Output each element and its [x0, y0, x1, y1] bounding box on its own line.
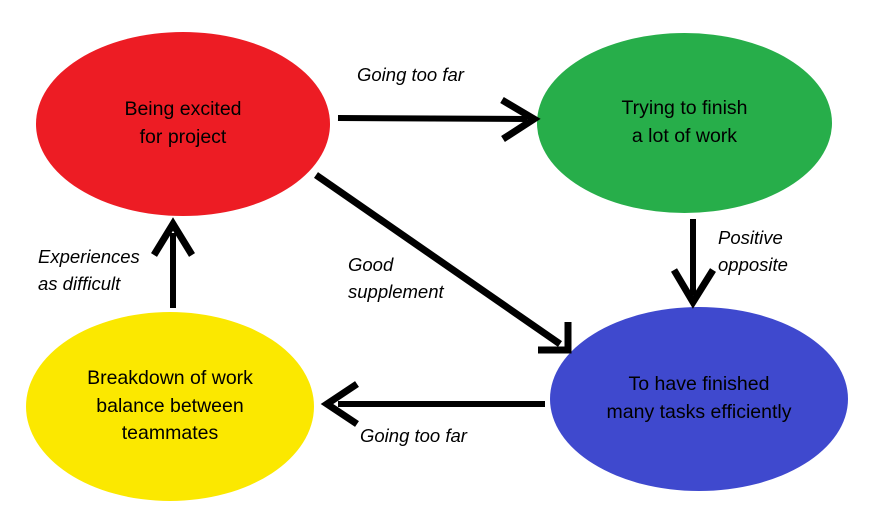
edge-finished-to-breakdown — [320, 381, 545, 427]
edge-label-finished-to-breakdown: Going too far — [360, 425, 467, 446]
edge-excited-to-trying — [337, 96, 541, 142]
node-breakdown-of-work-shape[interactable] — [26, 312, 314, 501]
edge-label-excited-to-trying: Going too far — [357, 64, 464, 85]
edge-trying-to-finished — [670, 219, 716, 309]
node-trying-to-finish-shape[interactable] — [537, 33, 832, 213]
edge-breakdown-to-excited — [151, 217, 195, 308]
node-to-have-finished-shape[interactable] — [550, 307, 848, 491]
edge-label-breakdown-to-excited: Experiences as difficult — [38, 246, 140, 294]
edge-excited-to-finished — [314, 172, 572, 354]
node-being-excited-shape[interactable] — [36, 32, 330, 216]
edge-label-excited-to-finished: Good supplement — [348, 254, 444, 302]
edge-label-trying-to-finished: Positive opposite — [718, 227, 788, 275]
